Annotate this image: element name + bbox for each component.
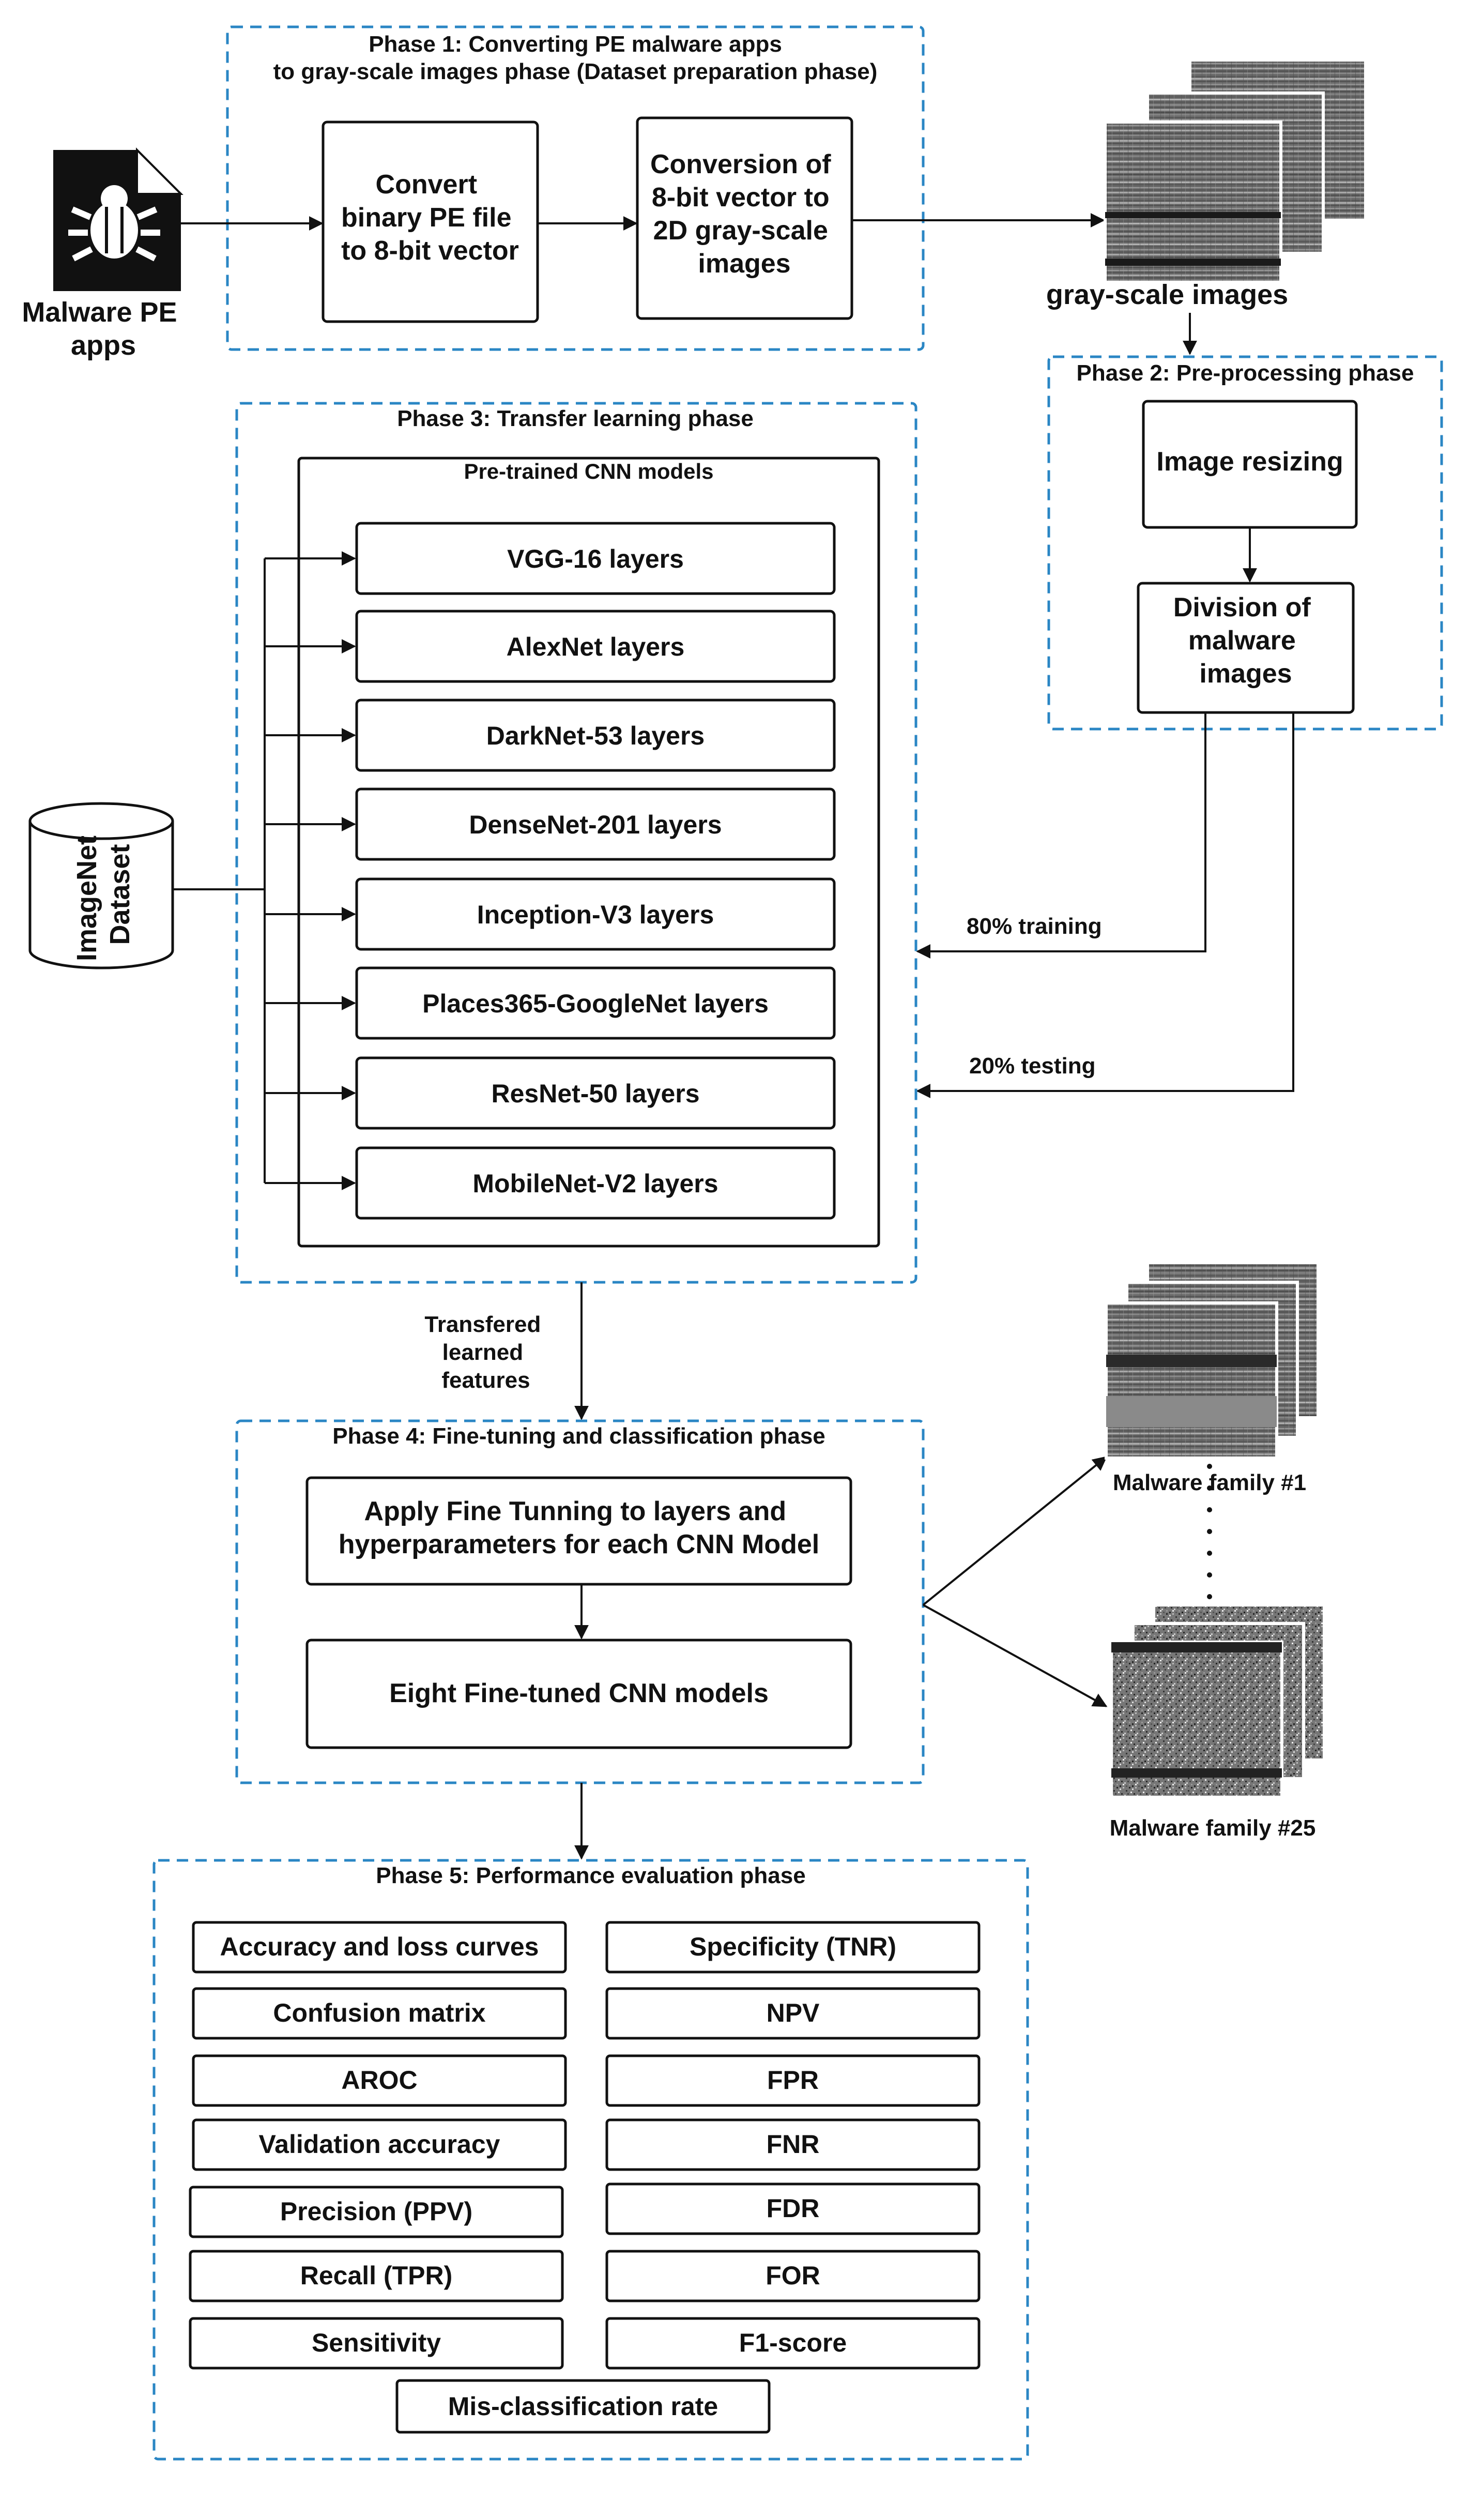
metric-left-label: Sensitivity	[312, 2328, 441, 2357]
model-box	[355, 1056, 836, 1130]
model-label: MobileNet-V2 layers	[472, 1169, 718, 1198]
grayscale-images-label: gray-scale images	[1046, 279, 1288, 310]
pretrained-title: Pre-trained CNN models	[464, 459, 713, 483]
model-label: Inception-V3 layers	[477, 900, 714, 929]
metric-right-box	[605, 1921, 981, 1974]
metric-left-box	[192, 2054, 567, 2107]
malware-family-25-images	[1110, 1603, 1326, 1799]
malware-app-label: Malware PE apps	[22, 297, 185, 361]
model-box	[355, 1146, 836, 1220]
metric-right-label: FNR	[767, 2130, 820, 2159]
family-25-label: Malware family #25	[1110, 1815, 1316, 1841]
metric-right-label: F1-score	[739, 2328, 847, 2357]
phase5-title: Phase 5: Performance evaluation phase	[376, 1863, 805, 1888]
metric-left-box	[189, 2186, 564, 2238]
model-row: DenseNet-201 layers	[265, 787, 836, 861]
model-label: ResNet-50 layers	[491, 1079, 699, 1108]
misclassification-label: Mis-classification rate	[448, 2392, 718, 2421]
model-row: Places365-GoogleNet layers	[265, 966, 836, 1040]
metric-right-label: NPV	[767, 1998, 820, 2027]
metric-left-label: AROC	[341, 2066, 417, 2095]
eight-models-label: Eight Fine-tuned CNN models	[389, 1678, 769, 1708]
arrow-to-family-1	[922, 1456, 1108, 1606]
phase1-border	[226, 25, 925, 351]
division-label: Division of malware images	[1173, 593, 1318, 689]
phase3-title: Phase 3: Transfer learning phase	[397, 406, 754, 431]
metric-left-box	[192, 2118, 567, 2171]
metric-right-box	[605, 2317, 981, 2370]
metric-left-box	[189, 2317, 564, 2370]
image-resizing-label: Image resizing	[1156, 447, 1343, 477]
phase4-border	[235, 1419, 925, 1784]
metric-right-label: Specificity (TNR)	[690, 1932, 896, 1961]
metric-left-box	[192, 1921, 567, 1974]
metric-right-box	[605, 2054, 981, 2107]
model-row: ResNet-50 layers	[265, 1056, 836, 1130]
ellipsis-dots	[1207, 1464, 1212, 1599]
model-box	[355, 877, 836, 951]
metric-right-box	[605, 2250, 981, 2302]
model-row: MobileNet-V2 layers	[265, 1146, 836, 1220]
metric-left-label: Confusion matrix	[273, 1998, 485, 2027]
metric-left-box	[189, 2250, 564, 2302]
phase5-border	[152, 1859, 1029, 2461]
metric-left-box	[192, 1987, 567, 2040]
metric-left-label: Accuracy and loss curves	[220, 1932, 539, 1961]
finetune-box	[305, 1476, 852, 1586]
phase2-title: Phase 2: Pre-processing phase	[1077, 360, 1414, 386]
metric-right-box	[605, 2182, 981, 2235]
phase4-title: Phase 4: Fine-tuning and classification …	[332, 1423, 825, 1449]
grayscale-image-stack	[1104, 58, 1367, 284]
metric-right-label: FDR	[767, 2194, 820, 2223]
model-box	[355, 522, 836, 595]
testing-label: 20% testing	[969, 1053, 1096, 1079]
phase1-title-line2: to gray-scale images phase (Dataset prep…	[273, 59, 878, 84]
training-label: 80% training	[967, 914, 1102, 939]
metric-left-label: Precision (PPV)	[280, 2197, 472, 2226]
model-label: DenseNet-201 layers	[469, 810, 722, 839]
eight-models-box	[305, 1639, 852, 1749]
metrics-right-column: Specificity (TNR) NPV FPR FNR FDR FOR F1-score	[605, 1921, 981, 2370]
phase1-title-line1: Phase 1: Converting PE malware apps	[369, 32, 782, 57]
convert-binary-label: Convert binary PE file to 8-bit vector	[341, 170, 519, 266]
metric-left-label: Validation accuracy	[259, 2130, 500, 2159]
family-1-label: Malware family #1	[1113, 1470, 1306, 1495]
metric-right-box	[605, 1987, 981, 2040]
model-box	[355, 610, 836, 683]
division-box	[1137, 582, 1355, 714]
phase3-border	[235, 402, 917, 1284]
bug-file-icon	[53, 147, 183, 291]
conversion-vector-label: Conversion of 8-bit vector to 2D gray-sc…	[650, 149, 838, 279]
model-label: Places365-GoogleNet layers	[422, 989, 769, 1018]
imagenet-database-icon	[28, 802, 174, 969]
model-row: AlexNet layers	[265, 610, 836, 683]
transfer-label: Transfered learned features	[424, 1312, 547, 1393]
malware-family-1-images	[1105, 1261, 1320, 1460]
model-label: AlexNet layers	[507, 632, 685, 661]
model-box	[355, 787, 836, 861]
model-label: DarkNet-53 layers	[486, 721, 705, 750]
metric-left-label: Recall (TPR)	[300, 2261, 453, 2290]
finetune-label: Apply Fine Tunning to layers and hyperpa…	[339, 1496, 820, 1559]
metric-right-box	[605, 2118, 981, 2171]
imagenet-label: ImageNet Dataset	[71, 828, 135, 961]
model-box	[355, 699, 836, 772]
misclassification-box	[395, 2379, 771, 2434]
model-row: VGG-16 layers	[265, 522, 836, 595]
arrow-to-family-25	[923, 1604, 1108, 1707]
phase2-border	[1047, 355, 1443, 731]
arrow-testing	[916, 712, 1294, 1098]
model-row: Inception-V3 layers	[265, 877, 836, 951]
model-box	[355, 966, 836, 1040]
metric-right-label: FOR	[766, 2261, 820, 2290]
metric-right-label: FPR	[767, 2066, 819, 2095]
model-row: DarkNet-53 layers	[265, 699, 836, 772]
model-label: VGG-16 layers	[507, 544, 684, 573]
arrow-training	[916, 712, 1206, 959]
